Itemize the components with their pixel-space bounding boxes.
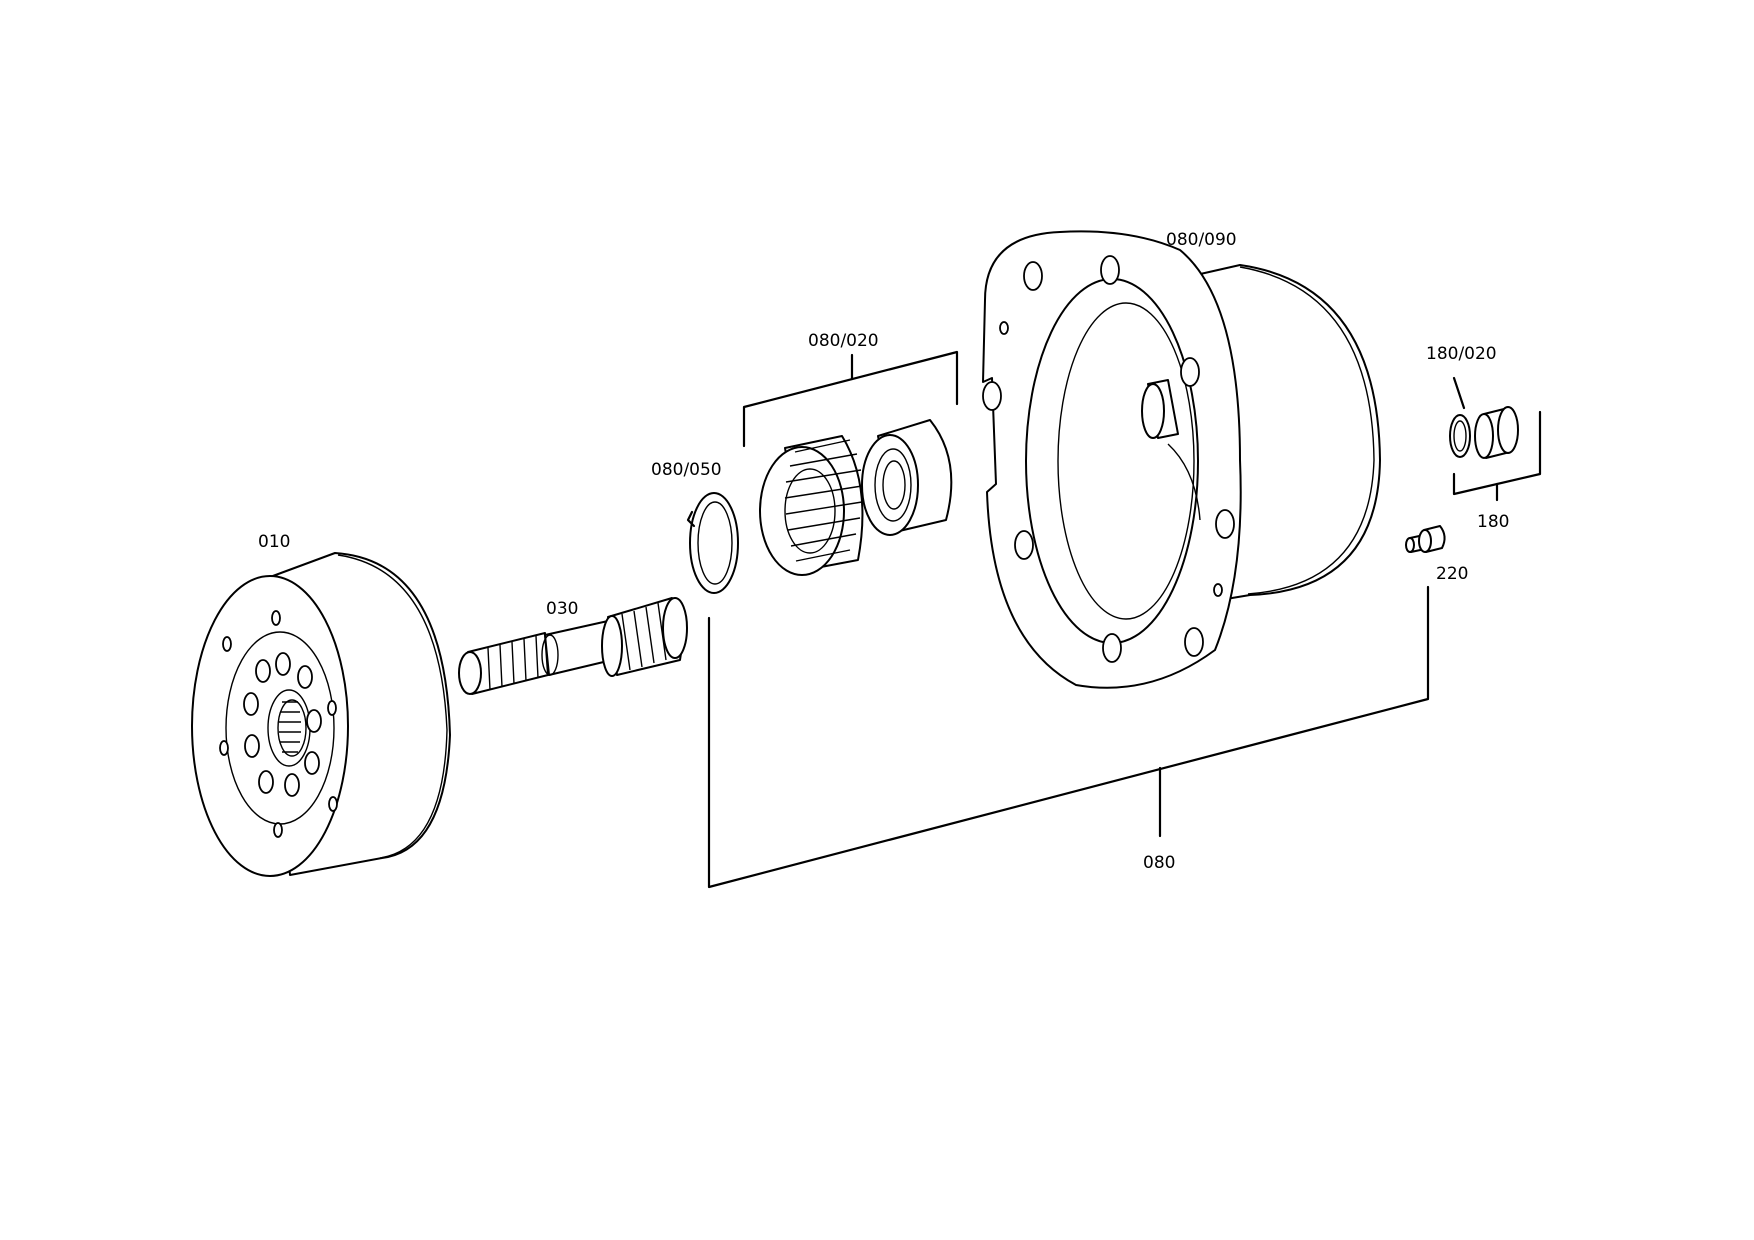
bracket-080 — [707, 585, 1430, 889]
label-010: 010 — [258, 532, 290, 552]
leader-lines — [707, 350, 1542, 889]
part-080-050-snap-ring — [686, 492, 739, 594]
label-080-050: 080/050 — [651, 460, 722, 480]
part-080-020-gear-bearing — [759, 419, 953, 576]
part-080-090-housing — [982, 230, 1381, 689]
leader-180-020 — [1452, 376, 1466, 410]
label-220: 220 — [1436, 564, 1468, 584]
label-180-020: 180/020 — [1426, 344, 1497, 364]
label-180: 180 — [1477, 512, 1509, 532]
part-180-plug — [1449, 406, 1519, 459]
part-010-carrier — [191, 552, 451, 877]
label-080-090: 080/090 — [1166, 230, 1237, 250]
part-220-screw — [1405, 525, 1446, 553]
label-080: 080 — [1143, 853, 1175, 873]
bracket-080-020 — [742, 350, 959, 448]
label-080-020: 080/020 — [808, 331, 879, 351]
part-030-shaft — [458, 597, 688, 695]
label-030: 030 — [546, 599, 578, 619]
